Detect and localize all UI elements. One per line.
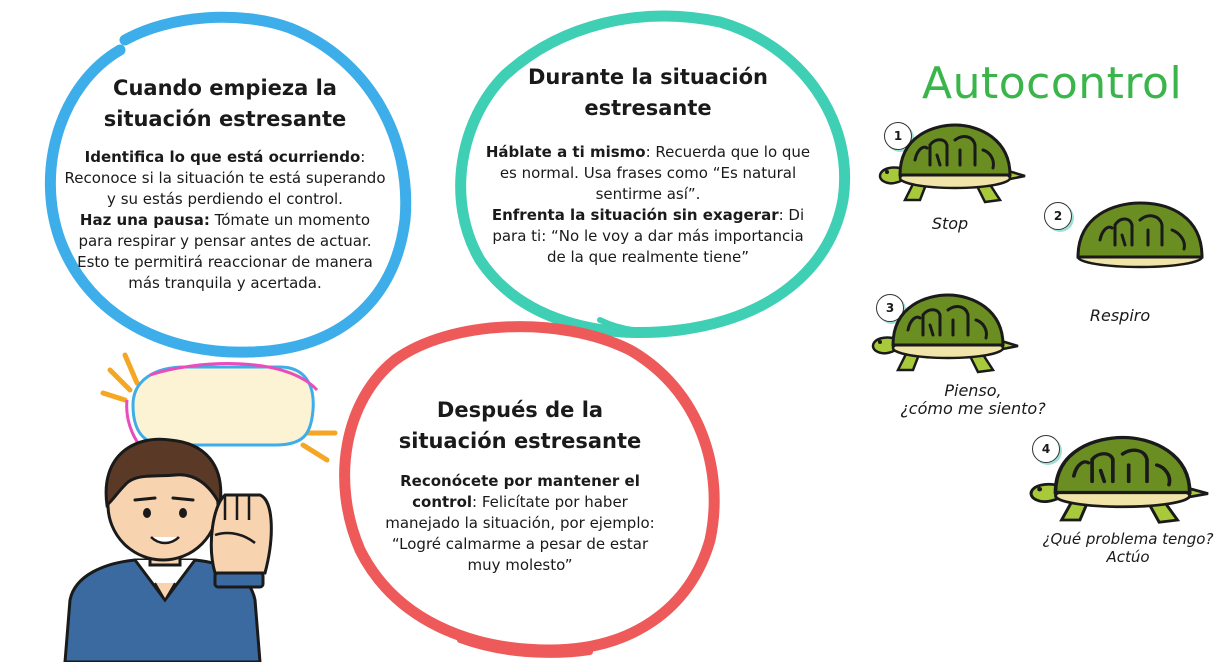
bubble-2-body: Háblate a ti mismo: Recuerda que lo que … bbox=[478, 142, 818, 268]
step-1-caption: Stop bbox=[931, 214, 969, 233]
bubble-1-text-2c: Esto te permitirá reaccionar de manera bbox=[77, 253, 373, 271]
spark-lines-icon bbox=[100, 352, 338, 463]
bubble-3-text-1d: muy molesto” bbox=[467, 556, 573, 574]
bubble-during-stress: Durante la situación estresante Háblate … bbox=[478, 62, 818, 268]
bubble-2-ring bbox=[455, 10, 851, 338]
bubble-1-title-line-2: situación estresante bbox=[103, 107, 347, 131]
bubble-1-title: Cuando empieza la situación estresante bbox=[55, 73, 395, 135]
step-3-caption-line-1: Pienso, bbox=[944, 381, 1002, 400]
bubble-2-text-2b: para ti: “No le voy a dar más importanci… bbox=[492, 227, 804, 245]
bubble-1-text-2a: Tómate un momento bbox=[209, 211, 371, 229]
bubble-2-text-1c: sentirme así”. bbox=[595, 185, 701, 203]
bubble-1-text-1a: : bbox=[360, 148, 366, 166]
bubble-3-text-1c: “Logré calmarme a pesar de estar bbox=[391, 535, 649, 553]
turtle-walking-icon bbox=[878, 123, 1027, 204]
bubble-1-bold-1: Identifica lo que está ocurriendo bbox=[84, 148, 361, 166]
bubble-3-title-line-1: Después de la bbox=[436, 398, 604, 422]
bubble-3-title: Después de la situación estresante bbox=[370, 395, 670, 457]
bubble-1-title-line-1: Cuando empieza la bbox=[113, 76, 337, 100]
step-2-caption: Respiro bbox=[1089, 306, 1151, 325]
step-4-badge: 4 bbox=[1032, 435, 1060, 463]
bubble-3-ring bbox=[339, 321, 720, 658]
bubble-2-text-2a: : Di bbox=[778, 206, 805, 224]
bubble-2-title: Durante la situación estresante bbox=[478, 62, 818, 124]
bubble-1-text-1b: Reconoce si la situación te está superan… bbox=[64, 169, 386, 187]
turtle-hiding-icon bbox=[1076, 201, 1204, 269]
step-4-caption-line-2: Actúo bbox=[1106, 548, 1150, 566]
bubble-2-bold-1: Háblate a ti mismo bbox=[485, 143, 646, 161]
person-illustration bbox=[63, 352, 338, 662]
bubble-3-body: Reconócete por mantener el control: Feli… bbox=[370, 471, 670, 576]
bubble-3-title-line-2: situación estresante bbox=[398, 429, 642, 453]
bubble-2-text-1b: es normal. Usa frases como “Es natural bbox=[499, 164, 797, 182]
bubble-2-text-1a: : Recuerda que lo que bbox=[645, 143, 811, 161]
bubble-2-text-2c: de la que realmente tiene” bbox=[546, 248, 750, 266]
turtle-walking-icon bbox=[1029, 435, 1210, 525]
step-4-caption-line-1: ¿Qué problema tengo? bbox=[1042, 530, 1214, 548]
bubble-3-bold-1a: Reconócete por mantener el bbox=[400, 472, 640, 490]
bubble-1-text-2d: más tranquila y acertada. bbox=[128, 274, 322, 292]
step-4-caption: ¿Qué problema tengo? Actúo bbox=[1030, 530, 1226, 566]
bubble-1-body: Identifica lo que está ocurriendo: Recon… bbox=[55, 147, 395, 294]
bubble-after-stress: Después de la situación estresante Recon… bbox=[370, 395, 670, 576]
bubble-1-text-2b: para respirar y pensar antes de actuar. bbox=[78, 232, 372, 250]
autocontrol-title: Autocontrol bbox=[922, 58, 1183, 109]
bubble-2-title-line-2: estresante bbox=[584, 96, 712, 120]
turtle-walking-icon bbox=[871, 293, 1020, 374]
bubble-1-ring bbox=[44, 11, 412, 358]
bubble-2-bold-2: Enfrenta la situación sin exagerar bbox=[491, 206, 779, 224]
fist-icon bbox=[209, 493, 273, 589]
bubble-3-bold-1b: control bbox=[412, 493, 473, 511]
bubble-3-text-1b: manejado la situación, por ejemplo: bbox=[385, 514, 655, 532]
step-2-badge: 2 bbox=[1044, 202, 1072, 230]
bubble-3-text-1a: : Felicítate por haber bbox=[472, 493, 628, 511]
bubble-1-text-1c: y su estás perdiendo el control. bbox=[107, 190, 343, 208]
bubble-1-bold-2: Haz una pausa: bbox=[79, 211, 210, 229]
step-3-caption-line-2: ¿cómo me siento? bbox=[900, 399, 1046, 418]
bubble-before-stress: Cuando empieza la situación estresante I… bbox=[55, 73, 395, 294]
step-3-caption: Pienso, ¿cómo me siento? bbox=[898, 382, 1048, 418]
bubble-2-title-line-1: Durante la situación bbox=[527, 65, 768, 89]
